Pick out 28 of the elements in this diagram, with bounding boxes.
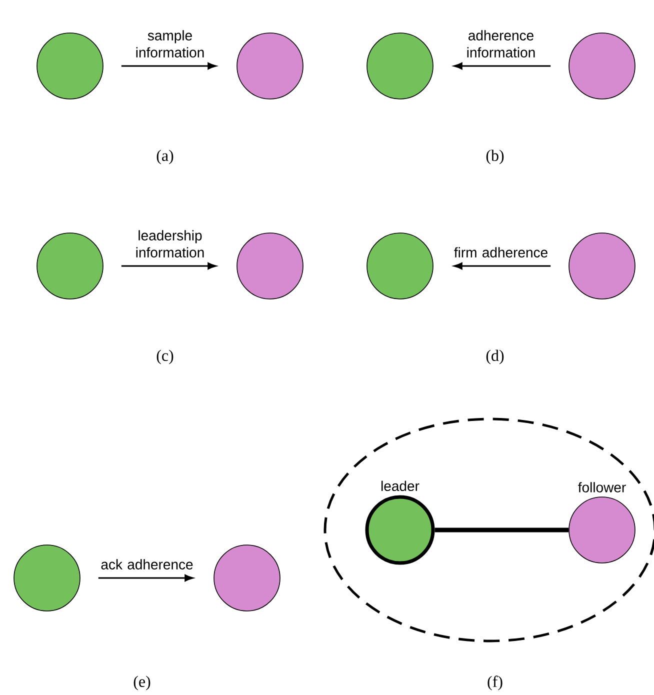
circle [366, 232, 434, 300]
edge-label: leadership information [136, 230, 204, 258]
circle [36, 32, 104, 100]
arrow [454, 62, 551, 70]
arrow [454, 262, 551, 270]
edge-label: sample information [136, 30, 204, 58]
circle [36, 232, 104, 300]
panel-label: (e) [134, 676, 150, 690]
circle [214, 544, 280, 612]
panel-label: (d) [486, 350, 504, 364]
edge-label: firm adherence [454, 247, 548, 258]
arrow [98, 574, 194, 582]
panel-label: (c) [156, 350, 174, 364]
circle [568, 32, 636, 100]
node-label: leader [381, 480, 420, 492]
panel-label: (b) [486, 150, 504, 164]
edge-label: ack adherence [101, 559, 193, 570]
arrow [121, 62, 216, 70]
circle [236, 232, 304, 300]
circle [14, 544, 80, 612]
edge-label: adherence information [467, 30, 535, 58]
circle [236, 32, 304, 100]
node-label: follower [578, 482, 626, 492]
panel-label: (f) [488, 676, 502, 690]
circle [568, 232, 636, 300]
panel-label: (a) [156, 150, 174, 164]
arrow [121, 262, 216, 270]
circle [366, 32, 434, 100]
